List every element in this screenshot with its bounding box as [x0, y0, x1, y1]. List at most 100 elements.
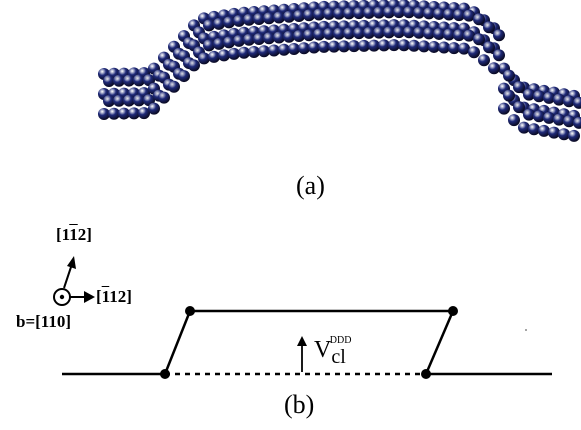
- burgers-vector-label: b=[110]: [16, 312, 72, 331]
- atom-sphere: [203, 19, 215, 32]
- axis-right-bar: 1: [101, 287, 110, 306]
- dot-mark: [525, 329, 527, 331]
- atom-sphere: [383, 6, 395, 19]
- atom-sphere: [243, 13, 255, 26]
- atom-sphere: [493, 29, 505, 42]
- atom-sphere: [568, 129, 580, 142]
- atom-sphere: [263, 12, 275, 25]
- panel-a-label: (a): [296, 171, 325, 200]
- atom-sphere: [463, 29, 475, 42]
- atom-sphere: [363, 26, 375, 39]
- atom-sphere: [168, 80, 180, 93]
- atom-sphere: [138, 107, 150, 120]
- atom-sphere: [113, 74, 125, 87]
- atom-sphere: [108, 107, 120, 120]
- atom-sphere: [498, 102, 510, 115]
- atom-sphere: [283, 30, 295, 43]
- atom-sphere: [178, 70, 190, 83]
- atom-sphere: [283, 10, 295, 23]
- atom-sphere: [403, 6, 415, 19]
- atom-sphere: [248, 45, 260, 58]
- atom-sphere: [378, 39, 390, 52]
- atom-sphere: [208, 50, 220, 63]
- atom-sphere: [443, 28, 455, 41]
- atom-sphere: [363, 6, 375, 19]
- atom-sphere: [243, 33, 255, 46]
- atom-sphere: [343, 27, 355, 40]
- atom-sphere: [573, 96, 581, 109]
- atom-sphere: [313, 8, 325, 21]
- atom-sphere: [123, 94, 135, 107]
- line-direction-dot: [59, 294, 65, 300]
- atom-sphere: [273, 31, 285, 44]
- atomic-dislocation-model: [98, 0, 581, 142]
- atom-sphere: [413, 26, 425, 39]
- node-bottom-left: [160, 369, 170, 379]
- atom-sphere: [473, 33, 485, 46]
- atom-sphere: [293, 29, 305, 42]
- axis-up-arrow-head: [67, 256, 76, 269]
- velocity-subscript: cl: [331, 346, 346, 368]
- atom-sphere: [188, 59, 200, 72]
- velocity-arrow-head: [297, 336, 307, 346]
- atom-sphere: [103, 95, 115, 107]
- axis-up-bar: 1: [69, 225, 78, 244]
- atom-sphere: [453, 9, 465, 22]
- atom-sphere: [393, 6, 405, 19]
- atom-sphere: [223, 16, 235, 29]
- axis-right-prefix: [: [96, 287, 102, 306]
- axis-up-arrow: [63, 263, 73, 289]
- atom-sphere: [573, 116, 581, 129]
- atom-sphere: [413, 6, 425, 19]
- atom-sphere: [353, 27, 365, 40]
- left-slant: [163, 310, 192, 375]
- atom-sphere: [293, 9, 305, 22]
- axis-right-label: [112]: [96, 287, 132, 307]
- node-top-left: [185, 306, 195, 316]
- atom-sphere: [393, 26, 405, 39]
- atom-sphere: [268, 44, 280, 57]
- atom-sphere: [538, 124, 550, 137]
- atom-sphere: [298, 42, 310, 55]
- velocity-symbol: V: [314, 337, 332, 363]
- node-bottom-right: [421, 369, 431, 379]
- velocity-superscript: DDD: [329, 335, 352, 346]
- atom-sphere: [353, 7, 365, 20]
- atom-sphere: [348, 40, 360, 53]
- atom-sphere: [488, 62, 500, 75]
- axis-up-suffix: 2]: [77, 225, 92, 244]
- velocity-label: VclDDD: [314, 335, 367, 368]
- atom-sphere: [533, 110, 545, 123]
- atom-sphere: [318, 40, 330, 53]
- atom-sphere: [228, 47, 240, 60]
- atom-sphere: [473, 13, 485, 26]
- atom-sphere: [368, 39, 380, 52]
- atom-sphere: [533, 90, 545, 103]
- atom-sphere: [233, 34, 245, 47]
- dislocation-schematic: [62, 306, 552, 379]
- node-top-right: [448, 306, 458, 316]
- atom-sphere: [218, 49, 230, 62]
- atom-sphere: [113, 94, 125, 107]
- atom-sphere: [563, 95, 575, 108]
- atom-sphere: [373, 6, 385, 19]
- atom-sphere: [493, 49, 505, 62]
- atom-sphere: [333, 27, 345, 40]
- atom-sphere: [303, 29, 315, 42]
- atom-sphere: [553, 113, 565, 126]
- atom-sphere: [323, 7, 335, 20]
- atom-sphere: [483, 41, 495, 54]
- atom-sphere: [483, 21, 495, 34]
- atom-sphere: [223, 36, 235, 49]
- atom-sphere: [103, 75, 115, 87]
- atom-sphere: [448, 42, 460, 55]
- atom-sphere: [308, 41, 320, 54]
- axis-up-prefix: [1: [56, 225, 70, 244]
- atom-sphere: [523, 88, 535, 101]
- atom-sphere: [558, 128, 570, 141]
- atom-sphere: [133, 74, 145, 87]
- axis-right-suffix: 12]: [109, 287, 132, 306]
- atom-sphere: [213, 37, 225, 50]
- atom-sphere: [253, 32, 265, 45]
- atom-sphere: [213, 17, 225, 30]
